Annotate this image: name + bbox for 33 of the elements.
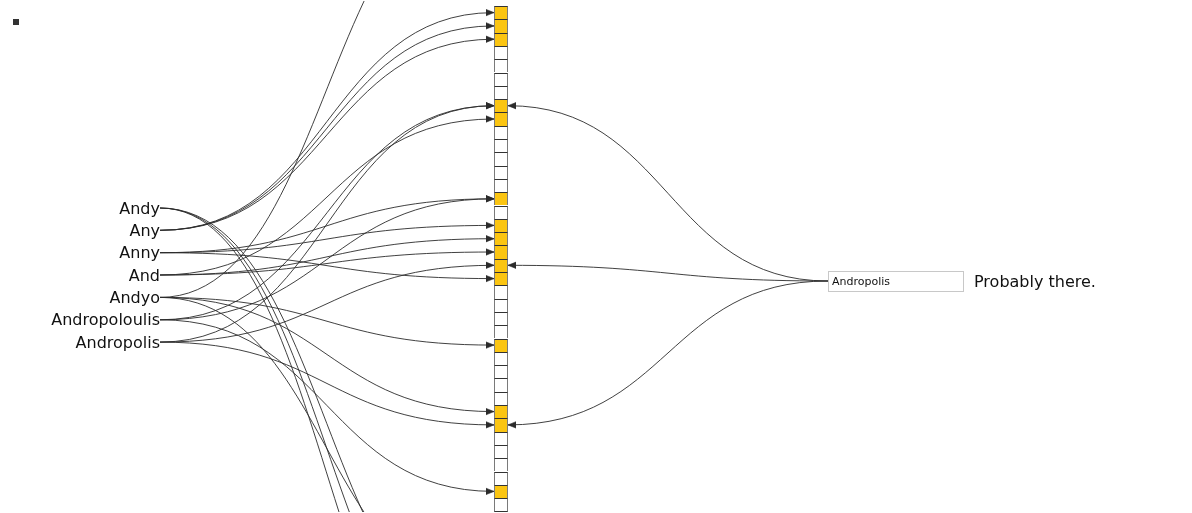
bit-cell bbox=[494, 338, 508, 352]
bit-cell bbox=[494, 6, 508, 20]
bit-cell bbox=[494, 365, 508, 379]
result-text: Probably there. bbox=[974, 271, 1096, 291]
bit-cell bbox=[494, 152, 508, 166]
bit-cell bbox=[494, 112, 508, 126]
word-label: Andropoloulis bbox=[51, 310, 160, 330]
input-field: Andropolis bbox=[828, 270, 964, 292]
word-label: Andy bbox=[119, 198, 160, 218]
word-label: Andyo bbox=[109, 287, 160, 307]
bit-cell bbox=[494, 471, 508, 485]
word-label: Any bbox=[129, 220, 160, 240]
bit-cell bbox=[494, 272, 508, 286]
word-label: And bbox=[128, 265, 160, 285]
word-label: Andropolis bbox=[75, 332, 160, 352]
bit-cell bbox=[494, 72, 508, 86]
bit-cell bbox=[494, 418, 508, 432]
bit-cell bbox=[494, 285, 508, 299]
connector-line bbox=[159, 296, 365, 513]
bit-cell bbox=[494, 405, 508, 419]
bit-cell bbox=[494, 99, 508, 113]
bit-cell bbox=[494, 458, 508, 472]
bit-cell bbox=[494, 19, 508, 33]
word-label: Anny bbox=[119, 243, 160, 263]
bit-cell bbox=[494, 325, 508, 339]
bit-cell bbox=[494, 139, 508, 153]
bit-cell bbox=[494, 192, 508, 206]
bit-cell bbox=[494, 245, 508, 259]
bit-cell bbox=[494, 232, 508, 246]
bit-cell bbox=[494, 378, 508, 392]
bit-cell bbox=[494, 205, 508, 219]
bit-cell bbox=[494, 59, 508, 73]
bit-cell bbox=[494, 498, 508, 513]
